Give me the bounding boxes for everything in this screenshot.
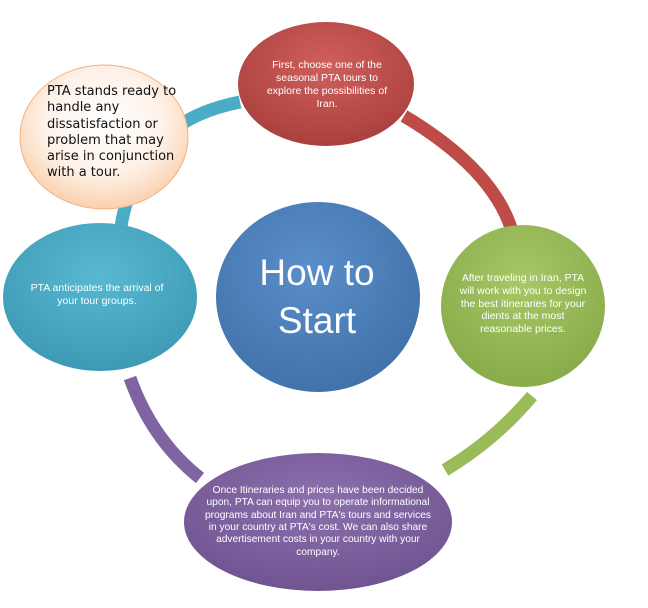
node-red-circle (238, 22, 414, 146)
center-circle (216, 202, 420, 392)
arc-red-to-green (400, 110, 521, 240)
center-title-line2: Start (277, 300, 357, 341)
node-peach-text: PTA stands ready to handle any dissatisf… (47, 84, 177, 181)
node-purple-circle (184, 453, 452, 591)
node-red-text: First, choose one of the seasonal PTA to… (266, 59, 388, 110)
node-teal-text: PTA anticipates the arrival of your tour… (30, 282, 164, 307)
arc-purple-to-teal (123, 375, 205, 484)
node-purple-text: Once Itineraries and prices have been de… (205, 484, 431, 558)
center-title: How to Start (232, 236, 402, 358)
node-green-text: After traveling in Iran, PTA will work w… (459, 272, 587, 336)
center-title-line1: How to (259, 251, 375, 293)
node-green-circle (441, 225, 605, 387)
arc-green-to-purple (441, 391, 537, 476)
node-teal-circle (3, 223, 197, 371)
node-peach-circle (19, 64, 189, 210)
